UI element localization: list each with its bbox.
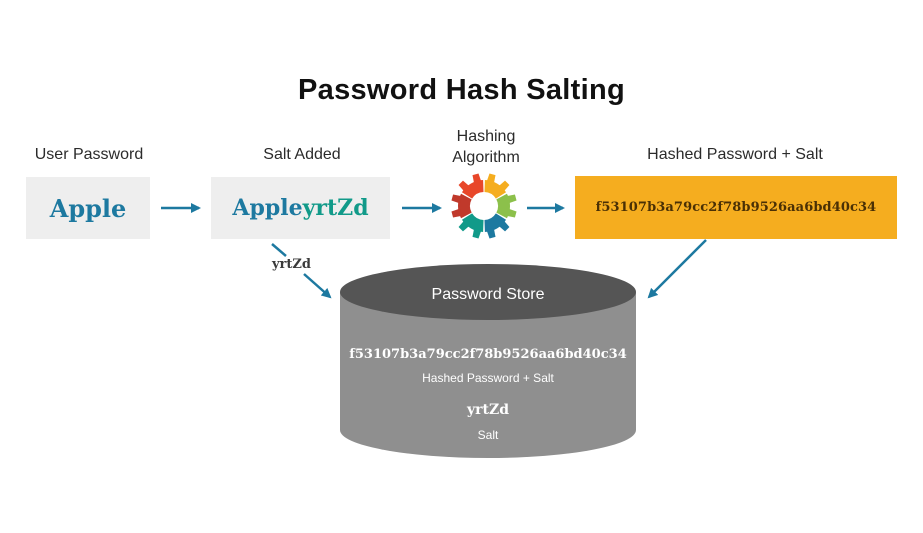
store-hash-value: f53107b3a79cc2f78b9526aa6bd40c34 bbox=[349, 347, 627, 362]
gear-tooth bbox=[472, 173, 482, 185]
store-hash-caption: Hashed Password + Salt bbox=[422, 371, 554, 385]
gear-tooth bbox=[486, 173, 496, 185]
arrow-diagonal-icon bbox=[303, 273, 332, 299]
password-value: Apple bbox=[49, 193, 127, 223]
gear-tooth bbox=[505, 194, 517, 204]
gear-segment bbox=[458, 193, 472, 219]
hashed-password-label: Hashed Password + Salt bbox=[647, 146, 823, 163]
arrow-diagonal-icon bbox=[647, 239, 707, 299]
salt-added-label: Salt Added bbox=[263, 146, 341, 163]
hashing-label-line1: Hashing bbox=[456, 128, 516, 145]
hashed-password-box: f53107b3a79cc2f78b9526aa6bd40c34 bbox=[575, 176, 897, 239]
store-salt-caption: Salt bbox=[477, 428, 499, 442]
hashing-label-line2: Algorithm bbox=[452, 149, 520, 166]
gear-tooth bbox=[458, 220, 470, 232]
gear-tooth bbox=[498, 180, 510, 192]
gear-tooth bbox=[451, 208, 463, 218]
store-salt-value: yrtZd bbox=[467, 402, 509, 418]
salt-flow-label: yrtZd bbox=[272, 257, 311, 272]
store-body bbox=[340, 292, 636, 458]
salted-password-salt: yrtZd bbox=[302, 195, 369, 221]
gear-segment bbox=[461, 213, 484, 232]
gear-segment bbox=[461, 180, 484, 199]
hash-value: f53107b3a79cc2f78b9526aa6bd40c34 bbox=[595, 200, 877, 215]
gear-icon bbox=[451, 173, 517, 239]
gear-segment bbox=[484, 213, 507, 232]
user-password-label: User Password bbox=[34, 146, 144, 163]
store-title: Password Store bbox=[431, 286, 545, 303]
gear-tooth bbox=[451, 194, 463, 204]
password-store-cylinder bbox=[340, 264, 636, 458]
salt-arrow-stem bbox=[271, 243, 287, 257]
diagram-title: Password Hash Salting bbox=[298, 74, 625, 106]
gear-segment bbox=[484, 180, 507, 199]
gear-tooth bbox=[486, 227, 496, 239]
hashing-algorithm-label: Hashing Algorithm bbox=[433, 126, 539, 168]
gear-tooth bbox=[458, 180, 470, 192]
password-box: Apple bbox=[26, 177, 150, 239]
gear-tooth bbox=[505, 208, 517, 218]
gear-segment bbox=[496, 193, 510, 219]
gear-tooth bbox=[472, 227, 482, 239]
gear-tooth bbox=[498, 220, 510, 232]
store-top bbox=[340, 264, 636, 320]
salted-password-base: Apple bbox=[232, 195, 303, 221]
